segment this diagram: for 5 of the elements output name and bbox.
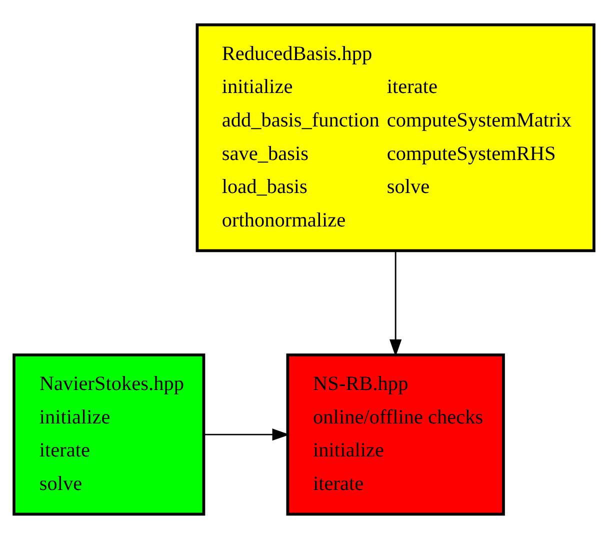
node-box: NS-RB.hpp online/offline checks initialize iterate bbox=[286, 353, 505, 516]
node-box: ReducedBasis.hpp initialize iterate add_basis_function computeSystemMatrix save_basis computeSystemRHS load_basis solve orthonormalize bbox=[196, 23, 596, 252]
node-box: NavierStokes.hpp initialize iterate solve bbox=[12, 353, 206, 516]
arrow bbox=[390, 250, 402, 357]
arrow bbox=[204, 428, 290, 441]
